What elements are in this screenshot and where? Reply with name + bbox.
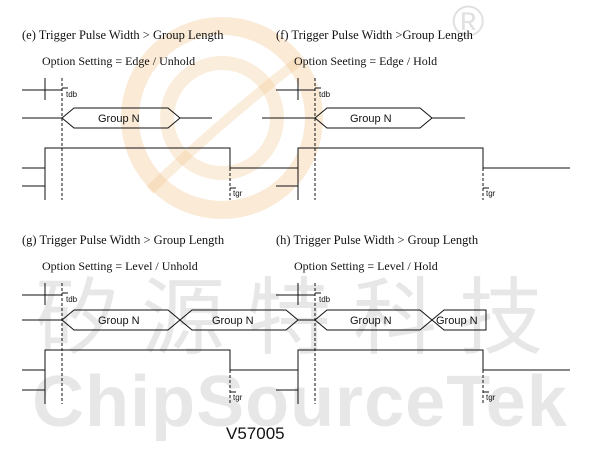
panel-h-tdb-label: tdb	[319, 295, 331, 304]
panel-h-option: Option Setting = Level / Hold	[294, 259, 438, 273]
panel-f-waveform	[262, 78, 570, 200]
panel-g-title: (g) Trigger Pulse Width > Group Length	[22, 233, 225, 247]
panel-e-tdb-label: tdb	[66, 90, 78, 99]
panel-f-group-n-label: Group N	[350, 113, 392, 125]
panel-f-tdb-label: tdb	[319, 90, 331, 99]
part-code-label: V57005	[226, 424, 285, 443]
panel-h-title: (h) Trigger Pulse Width > Group Length	[276, 233, 479, 247]
panel-f-title: (f) Trigger Pulse Width >Group Length	[276, 28, 473, 42]
panel-g-group-n-label-1: Group N	[98, 315, 140, 327]
panel-h-group-n-label-2: Group N	[436, 315, 478, 327]
panel-g-output	[22, 349, 262, 371]
panel-f-option: Option Seeting = Edge / Hold	[294, 54, 438, 68]
panel-e-title: (e) Trigger Pulse Width > Group Length	[22, 28, 224, 42]
panel-f-output	[262, 147, 570, 169]
panel-e-tgr-label: tgr	[233, 189, 243, 198]
panel-h-output	[262, 349, 570, 371]
panel-h-group-n-label-1: Group N	[350, 315, 392, 327]
registered-mark: ®	[452, 0, 485, 46]
panel-e-group-n-label: Group N	[98, 113, 140, 125]
panel-g-tdb-label: tdb	[66, 295, 78, 304]
panel-e-output	[22, 147, 262, 169]
panel-g-group-n-label-2: Group N	[212, 315, 254, 327]
panel-h-tgr-label: tgr	[486, 393, 496, 402]
watermark-english-text: ChipSourceTek	[32, 362, 568, 442]
panel-g-waveform	[22, 283, 299, 404]
panel-e-waveform	[22, 78, 262, 200]
panel-g-tgr-label: tgr	[233, 393, 243, 402]
panel-e-option: Option Setting = Edge / Unhold	[42, 54, 196, 68]
panel-h-waveform	[262, 283, 570, 404]
watermark-chinese-text: 矽源特科技	[34, 269, 565, 367]
panel-g-option: Option Setting = Level / Unhold	[42, 259, 198, 273]
logo-swoosh	[146, 56, 304, 194]
panel-f-tgr-label: tgr	[486, 189, 496, 198]
panel-h-group-n-shape-2	[431, 309, 487, 331]
